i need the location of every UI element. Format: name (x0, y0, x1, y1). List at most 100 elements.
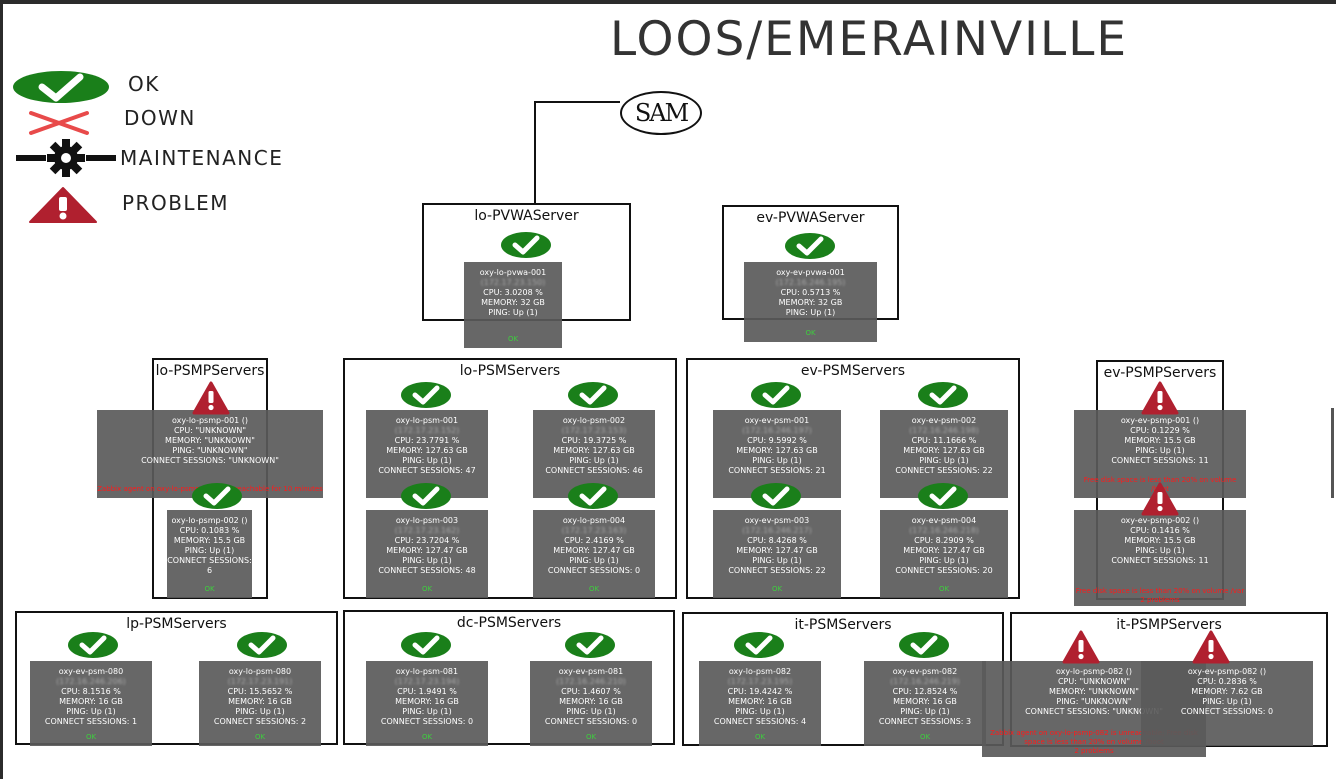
group-title: ev-PVWAServer (756, 210, 865, 226)
metric-line: CONNECT SESSIONS: 3 (878, 717, 972, 726)
ok-status-icon (567, 381, 619, 413)
status-text: OK (421, 733, 433, 741)
hostname-text: oxy-ev-psm-081 (558, 667, 624, 676)
metric-line: CONNECT SESSIONS: 22 (728, 566, 826, 575)
server-card[interactable]: oxy-lo-psmp-001 () CPU: "UNKNOWN"MEMORY:… (97, 410, 323, 498)
ip-address: (172.17.23.163) (561, 526, 627, 535)
server-card[interactable]: oxy-ev-psm-081 (172.16.246.210)CPU: 1.46… (530, 661, 652, 746)
metric-line: MEMORY: 32 GB (481, 298, 545, 307)
server-hostname: oxy-ev-psmp-002 () (1074, 516, 1246, 526)
group-lp-psmservers[interactable]: lp-PSMServers (15, 611, 338, 745)
ok-status-icon (67, 631, 119, 663)
server-hostname: oxy-ev-psm-001 (172.16.246.197) (713, 416, 841, 436)
metric-line: CPU: 19.3725 % (561, 436, 627, 445)
metric-line: CONNECT SESSIONS: 11 (1111, 556, 1209, 565)
group-title: lo-PVWAServer (474, 208, 579, 224)
server-card[interactable]: oxy-ev-psm-080 (172.16.246.206)CPU: 8.15… (30, 661, 152, 746)
server-card[interactable]: oxy-ev-psm-082 (172.16.246.219)CPU: 12.8… (864, 661, 986, 746)
server-card[interactable]: oxy-ev-psmp-082 () CPU: 0.2836 %MEMORY: … (1141, 661, 1313, 746)
metric-line: CPU: 3.0208 % (483, 288, 543, 297)
server-card[interactable]: oxy-lo-psm-003 (172.17.23.162)CPU: 23.72… (366, 510, 488, 598)
metric-line: CPU: 15.5652 % (227, 687, 293, 696)
legend-ok-label: OK (128, 72, 160, 96)
sam-root-node[interactable]: SAM (620, 91, 702, 135)
metric-line: CPU: 9.5992 % (747, 436, 807, 445)
metric-line: PING: Up (1) (900, 707, 950, 716)
metric-line: MEMORY: 7.62 GB (1191, 687, 1263, 696)
metric-line: MEMORY: 32 GB (778, 298, 843, 307)
server-hostname: oxy-ev-psm-081 (172.16.246.210) (530, 667, 652, 687)
metric-line: CPU: 0.5713 % (780, 288, 841, 297)
metric-line: PING: Up (1) (785, 308, 836, 317)
status-text: OK (919, 733, 931, 741)
server-hostname: oxy-lo-psm-080 (172.17.23.191) (199, 667, 321, 687)
scroll-indicator[interactable] (1331, 408, 1334, 498)
hostname-text: oxy-lo-pvwa-001 (479, 268, 547, 277)
group-title: lo-PSMServers (459, 363, 561, 379)
ok-status-icon (917, 381, 969, 413)
ip-address: (172.17.23.194) (394, 677, 460, 686)
metric-line: MEMORY: 16 GB (728, 697, 792, 706)
server-card[interactable]: oxy-ev-pvwa-001 (172.16.246.195)CPU: 0.5… (744, 262, 877, 342)
status-text: OK (805, 329, 816, 337)
server-card[interactable]: oxy-ev-psmp-002 () CPU: 0.1416 %MEMORY: … (1074, 510, 1246, 606)
group-dc-psmservers[interactable]: dc-PSMServers (343, 610, 675, 745)
ip-address: (172.16.246.218) (909, 526, 979, 535)
ip-address: (172.17.23.150) (480, 278, 546, 287)
metric-line: PING: Up (1) (402, 456, 452, 465)
ip-address: (172.17.23.153) (561, 426, 627, 435)
ok-status-icon (500, 231, 552, 263)
ok-status-icon (750, 381, 802, 413)
metric-line: PING: Up (1) (402, 556, 452, 565)
metric-line: CONNECT SESSIONS: 11 (1111, 456, 1209, 465)
hostname-text: oxy-lo-psm-002 (562, 416, 626, 425)
hostname-text: oxy-lo-psm-080 (228, 667, 292, 676)
metric-line: CPU: 8.2909 % (914, 536, 974, 545)
metric-line: CPU: 0.1083 % (179, 526, 240, 535)
problem-warning-icon (192, 381, 230, 419)
metric-line: PING: Up (1) (184, 546, 235, 555)
group-lo-psmservers[interactable]: lo-PSMServers (343, 358, 677, 599)
group-ev-psmservers[interactable]: ev-PSMServers (686, 358, 1020, 599)
server-card[interactable]: oxy-lo-psmp-002 () CPU: 0.1083 %MEMORY: … (167, 510, 252, 598)
hostname-text: oxy-ev-psm-002 (911, 416, 977, 425)
group-title: it-PSMPServers (1116, 617, 1222, 633)
server-hostname: oxy-lo-psmp-002 () (167, 516, 252, 526)
server-card[interactable]: oxy-lo-pvwa-001 (172.17.23.150)CPU: 3.02… (464, 262, 562, 348)
metric-line: CONNECT SESSIONS: 0 (380, 717, 474, 726)
metric-line: CONNECT SESSIONS: 2 (213, 717, 307, 726)
server-card[interactable]: oxy-lo-psm-080 (172.17.23.191)CPU: 15.56… (199, 661, 321, 746)
problem-warning-icon (1062, 630, 1100, 668)
ok-status-icon (784, 232, 836, 264)
metric-line: MEMORY: "UNKNOWN" (165, 436, 255, 445)
server-hostname: oxy-lo-pvwa-001 (172.17.23.150) (464, 268, 562, 288)
ok-status-icon (733, 631, 785, 663)
top-border (0, 0, 1336, 4)
ip-address: (172.16.246.217) (742, 526, 812, 535)
maintenance-gear-icon (16, 139, 116, 177)
server-hostname: oxy-ev-psm-003 (172.16.246.217) (713, 516, 841, 536)
hostname-text: oxy-ev-psm-080 (58, 667, 124, 676)
metric-line: CPU: 8.4268 % (747, 536, 807, 545)
metric-line: PING: Up (1) (919, 556, 969, 565)
hostname-text: oxy-ev-psm-001 (744, 416, 810, 425)
metric-line: CPU: 12.8524 % (892, 687, 958, 696)
metric-line: CONNECT SESSIONS: "UNKNOWN" (1025, 707, 1163, 716)
ip-address: (172.16.246.198) (909, 426, 979, 435)
hostname-text: oxy-ev-psmp-082 () (1187, 667, 1267, 676)
server-card[interactable]: oxy-lo-psm-082 (172.17.23.195)CPU: 19.42… (699, 661, 821, 746)
server-card[interactable]: oxy-ev-psm-002 (172.16.246.198)CPU: 11.1… (880, 410, 1008, 498)
server-card[interactable]: oxy-lo-psm-081 (172.17.23.194)CPU: 1.949… (366, 661, 488, 746)
ok-status-icon (400, 482, 452, 514)
status-text: OK (938, 585, 950, 593)
hostname-text: oxy-ev-psm-003 (744, 516, 810, 525)
metric-line: PING: Up (1) (1135, 546, 1185, 555)
metric-line: PING: Up (1) (919, 456, 969, 465)
server-hostname: oxy-lo-psm-003 (172.17.23.162) (366, 516, 488, 536)
metric-line: MEMORY: 127.63 GB (553, 446, 635, 455)
server-card[interactable]: oxy-ev-psmp-001 () CPU: 0.1229 %MEMORY: … (1074, 410, 1246, 498)
server-card[interactable]: oxy-ev-psm-004 (172.16.246.218)CPU: 8.29… (880, 510, 1008, 598)
metric-line: CPU: 0.1416 % (1130, 526, 1190, 535)
server-card[interactable]: oxy-ev-psm-003 (172.16.246.217)CPU: 8.42… (713, 510, 841, 598)
server-card[interactable]: oxy-lo-psm-004 (172.17.23.163)CPU: 2.416… (533, 510, 655, 598)
